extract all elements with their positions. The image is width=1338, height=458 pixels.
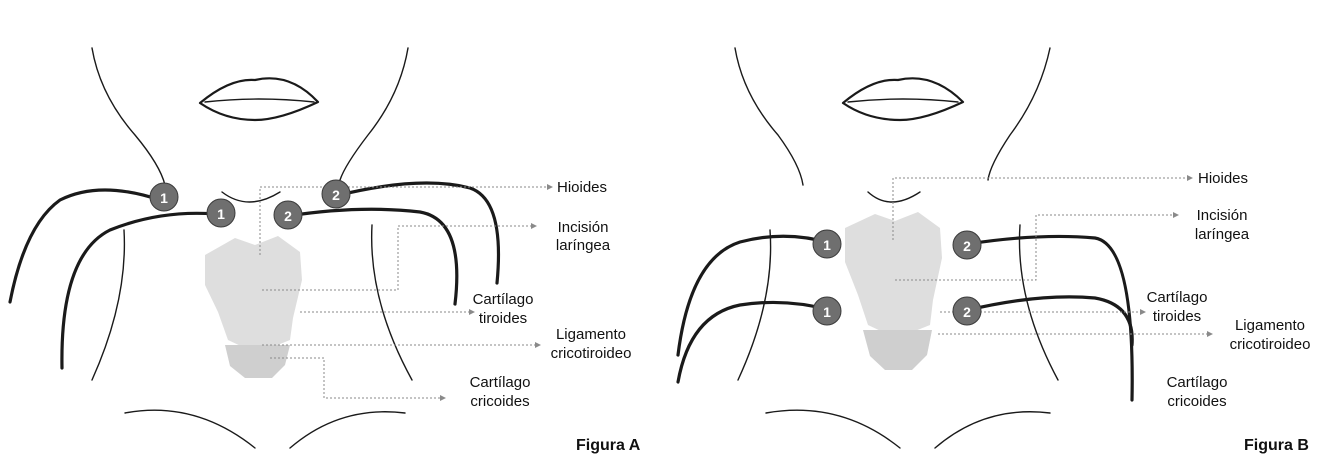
incision-marker-a-2-lower: 2 — [274, 201, 302, 229]
label-tiroides-a-line1: Cartílago — [473, 291, 534, 308]
label-tiroides-b-line1: Cartílago — [1147, 289, 1208, 306]
label-incision-b-line1: Incisión — [1197, 207, 1248, 224]
label-hioides-a: Hioides — [557, 179, 607, 196]
label-ligamento-b-line1: Ligamento — [1235, 317, 1305, 334]
figure-b-caption: Figura B — [1244, 437, 1309, 454]
svg-text:2: 2 — [963, 304, 971, 320]
label-cricoides-a-line1: Cartílago — [470, 374, 531, 391]
svg-text:1: 1 — [823, 304, 831, 320]
incision-marker-b-2-lower: 2 — [953, 297, 981, 325]
svg-text:1: 1 — [217, 206, 225, 222]
figure-a: 1 1 2 2 Hioides Incisión laríngea Cartíl… — [10, 48, 641, 454]
label-cricoides-a-line2: cricoides — [470, 393, 529, 410]
label-tiroides-b-line2: tiroides — [1153, 308, 1201, 325]
incision-marker-b-2-upper: 2 — [953, 231, 981, 259]
label-cricoides-b-line1: Cartílago — [1167, 374, 1228, 391]
incision-marker-a-1-right: 1 — [207, 199, 235, 227]
label-tiroides-a-line2: tiroides — [479, 310, 527, 327]
label-incision-a-line1: Incisión — [558, 219, 609, 236]
label-incision-a-line2: laríngea — [556, 237, 611, 254]
label-ligamento-a-line1: Ligamento — [556, 326, 626, 343]
incision-marker-a-2-upper: 2 — [322, 180, 350, 208]
svg-text:2: 2 — [963, 238, 971, 254]
svg-text:2: 2 — [284, 208, 292, 224]
svg-text:1: 1 — [160, 190, 168, 206]
svg-text:1: 1 — [823, 237, 831, 253]
svg-text:2: 2 — [332, 187, 340, 203]
label-cricoides-b-line2: cricoides — [1167, 393, 1226, 410]
label-incision-b-line2: laríngea — [1195, 226, 1250, 243]
incision-marker-b-1-upper: 1 — [813, 230, 841, 258]
label-hioides-b: Hioides — [1198, 170, 1248, 187]
incision-marker-a-1-left: 1 — [150, 183, 178, 211]
label-ligamento-b-line2: cricotiroideo — [1230, 336, 1311, 353]
label-ligamento-a-line2: cricotiroideo — [551, 345, 632, 362]
larynx-cartilage-a — [205, 236, 302, 378]
figure-a-caption: Figura A — [576, 437, 641, 454]
incision-marker-b-1-lower: 1 — [813, 297, 841, 325]
figure-b: 1 1 2 2 Hioides Incisión laríngea Cartíl… — [678, 48, 1310, 454]
